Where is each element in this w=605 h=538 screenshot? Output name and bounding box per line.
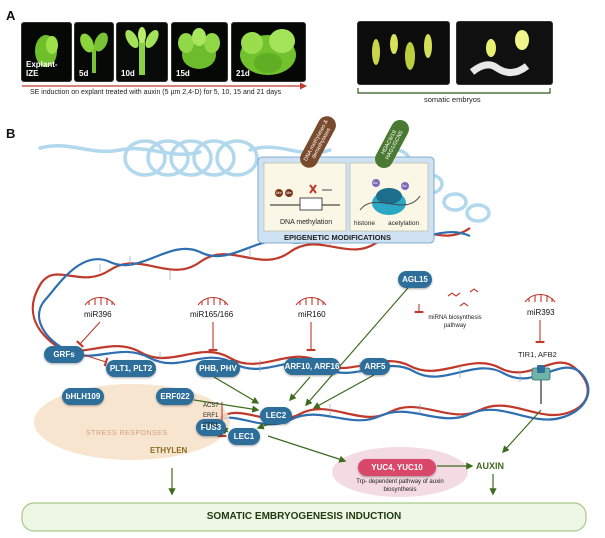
inhibit-mir396-grfs [76,321,101,348]
me-mark-1: Me [276,190,282,195]
node-erf022: ERF022 [156,388,194,405]
photo-10d: 10d [116,22,168,82]
node-yuc: YUC4, YUC10 [358,459,436,476]
dna-methylation-label: DNA methylation [280,219,333,226]
dna-rungs [99,236,521,416]
me-mark-2: Me [286,190,292,195]
mirna-fragments-icon [447,288,479,307]
mir160-label: miR160 [298,310,326,319]
mir396-label: miR396 [84,310,112,319]
photo-5d-label: 5d [79,69,89,78]
ethylene-gene-2: ERF1 [203,413,219,419]
node-arf1016: ARF10, ARF16 [284,358,340,375]
ethylene-gene-3: ETR1 [203,423,219,429]
mir160-hairpin [295,296,327,306]
inhibit-grfs-plt [83,354,109,367]
tir1-label: TIR1, AFB2 [518,350,557,359]
methylases-pill [300,116,336,168]
arrow-phb-lec2 [213,376,260,404]
node-plt: PLT1, PLT2 [106,360,156,377]
somatic-bracket [357,88,551,94]
mir165-label: miR165/166 [190,310,234,319]
arrow-arf-lec2 [289,376,311,402]
node-arf5: ARF5 [360,358,390,375]
tir1-receptor-icon [531,365,551,404]
panel-a-letter: A [6,8,16,23]
result-box [21,502,587,532]
node-grfs: GRFs [44,346,84,363]
ethylene-gene-1: ACS7 [203,403,219,409]
mir165-hairpin [197,296,229,306]
epigenetic-title: EPIGENETIC MODIFICATIONS [284,233,391,242]
auxin-label: AUXIN [476,461,505,471]
arrow-arf5-lec2 [312,374,375,409]
photo-somatic-2 [456,21,553,85]
histone-icon [359,179,421,215]
photo-10d-label: 10d [121,69,135,78]
day10-plant-image [117,23,167,81]
day21-plant-image [232,23,305,81]
mir396-hairpin [84,296,116,306]
photo-explant-label: Explant- IZE [26,60,58,78]
ac-mark-1: Ac [373,180,378,185]
somatic-caption: somatic embryos [424,95,481,104]
day5-plant-image [75,23,113,81]
photo-15d-label: 15d [176,69,190,78]
explant-plant-image [22,23,71,81]
node-bhlh: bHLH109 [62,388,104,405]
timeline-arrow [22,82,307,90]
photo-explant: Explant- IZE [21,22,72,82]
dna-methylation-icon [270,184,340,211]
ethylen-label: ETHYLEN [150,446,188,455]
arrow-agl15-lec2 [305,280,415,407]
photo-21d: 21d [231,22,306,82]
acetylation-label: acetylation [388,220,420,227]
photo-somatic-1 [357,21,450,85]
result-label: SOMATIC EMBRYOGENESIS INDUCTION [206,511,402,522]
somatic-embryos-image-1 [358,22,449,84]
mir393-label: miR393 [527,308,555,317]
day15-plant-image [172,23,227,81]
somatic-embryos-image-2 [457,22,552,84]
stress-responses-label: STRESS RESPONSES [86,430,168,437]
ac-mark-2: Ac [402,183,407,188]
photo-15d: 15d [171,22,228,82]
mirna-pathway-label: miRNA biosynthesis pathway [428,315,482,329]
node-agl15: AGL15 [398,271,432,288]
photo-5d: 5d [74,22,114,82]
timeline-caption: SE induction on explant treated with aux… [30,89,282,96]
node-lec1: LEC1 [228,428,260,445]
arrow-lec1-yuc [267,435,347,463]
panel-b-letter: B [6,126,16,141]
hdac-pill [375,119,409,169]
node-fus3: FUS3 [196,419,226,436]
arrow-erf-lec2 [193,399,260,413]
node-lec2: LEC2 [260,407,292,424]
arrow-tir1-auxin [502,409,542,454]
histone-label: histone [354,220,375,227]
node-phb: PHB, PHV [196,360,240,377]
photo-21d-label: 21d [236,69,250,78]
mir393-hairpin [524,293,556,303]
trp-pathway-label: Trp- dependent pathway of auxin biosynth… [356,479,444,493]
